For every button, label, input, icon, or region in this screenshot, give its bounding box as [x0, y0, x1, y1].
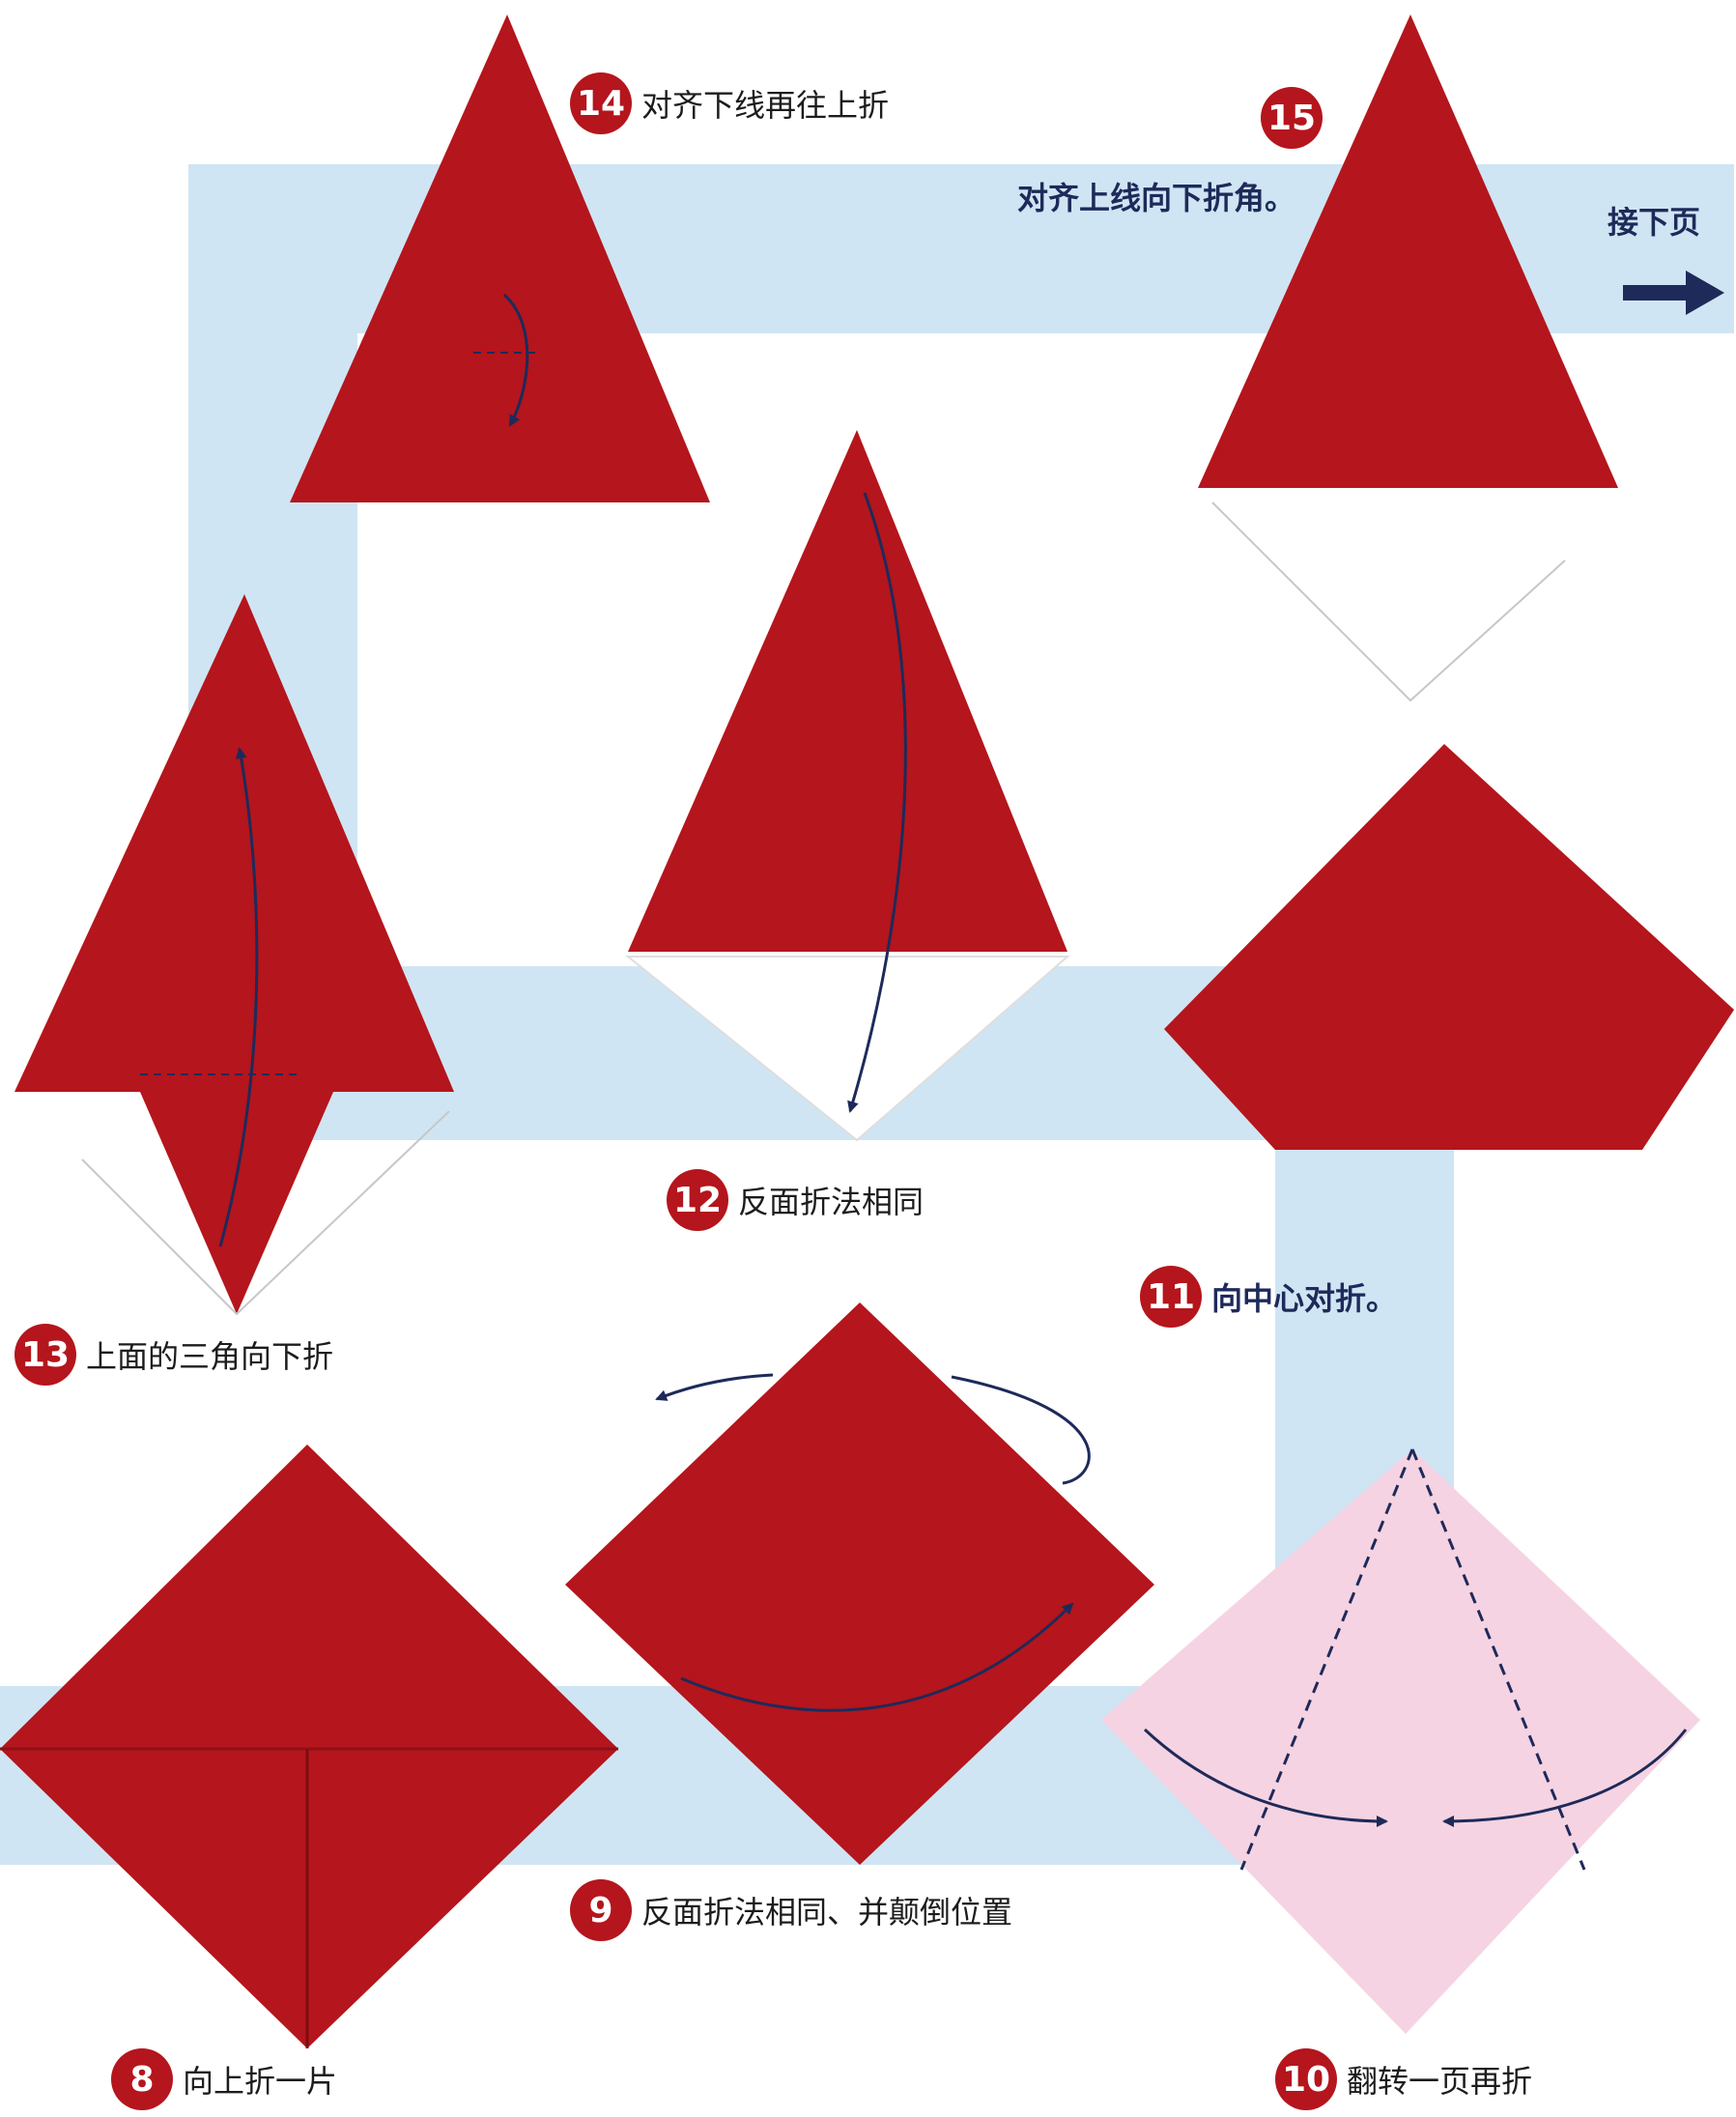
- step-11-caption: 11 向中心对折。: [1140, 1266, 1397, 1328]
- step-text: 翻转一页再折: [1347, 2057, 1532, 2102]
- next-page-label: 接下页: [1608, 198, 1700, 243]
- step-8-figure: [0, 1445, 618, 2048]
- step-text: 反面折法相同、并颠倒位置: [641, 1888, 1012, 1932]
- step-number-badge: 11: [1140, 1266, 1202, 1328]
- step-number-badge: 12: [667, 1169, 728, 1231]
- step-9-caption: 9 反面折法相同、并颠倒位置: [570, 1879, 1012, 1941]
- step-13-figure: [14, 594, 454, 1314]
- step-text: 对齐下线再往上折: [641, 81, 889, 126]
- step-number-badge: 10: [1275, 2048, 1337, 2110]
- step-number-badge: 15: [1261, 87, 1323, 149]
- step-text: 上面的三角向下折: [86, 1332, 333, 1377]
- step-text: 反面折法相同: [738, 1178, 924, 1222]
- step-13-caption: 13 上面的三角向下折: [14, 1324, 333, 1386]
- step-text: 对齐上线向下折角。: [1017, 174, 1295, 218]
- step-number-badge: 9: [570, 1879, 632, 1941]
- step-number-badge: 8: [111, 2048, 173, 2110]
- step-number-badge: 14: [570, 72, 632, 134]
- step-number-badge: 13: [14, 1324, 76, 1386]
- step-10-figure: [1101, 1449, 1700, 2034]
- step-text: 向上折一片: [183, 2057, 337, 2102]
- step-10-caption: 10 翻转一页再折: [1275, 2048, 1532, 2110]
- step-15-caption: 对齐上线向下折角。: [1017, 174, 1295, 218]
- step-text: 向中心对折。: [1211, 1274, 1397, 1319]
- step-12-caption: 12 反面折法相同: [667, 1169, 924, 1231]
- step-8-caption: 8 向上折一片: [111, 2048, 337, 2110]
- step-14-caption: 14 对齐下线再往上折: [570, 72, 889, 134]
- step-11-figure: [1164, 744, 1734, 1150]
- step-15-number: 15: [1261, 87, 1332, 149]
